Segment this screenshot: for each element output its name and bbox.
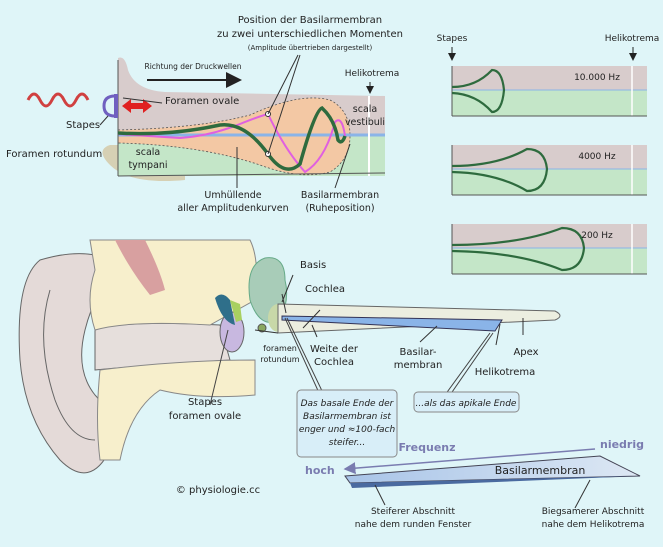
scala-tympani-label-2: tympani	[128, 160, 167, 171]
basis-label: Basis	[300, 260, 326, 271]
frequenz-label: Frequenz	[398, 441, 455, 454]
double-arrow-icon	[122, 99, 152, 113]
amplitude-envelope	[451, 226, 586, 272]
stapes-label: Stapes	[66, 120, 100, 131]
panel-tympani	[452, 169, 647, 195]
top-title-line1: Position der Basilarmembran	[238, 15, 382, 26]
stiff-label-1: Steiferer Abschnitt	[371, 507, 456, 517]
membrane-wedge: Frequenz hoch niedrig Basilarmembran Ste…	[305, 438, 645, 530]
helikotrema-label: Helikotrema	[345, 69, 400, 79]
panel-frequency-label: 10.000 Hz	[574, 73, 620, 83]
panels-helikotrema-label: Helikotrema	[605, 34, 660, 44]
callout-basal-line-3: enger und ≈100-fach	[299, 425, 396, 435]
green-wave	[117, 106, 347, 171]
apex-label: Apex	[513, 347, 538, 358]
weite-label-1: Weite der	[310, 344, 359, 355]
amplitude-envelope	[451, 147, 549, 193]
cochlea-uncoiled-diagram: Position der Basilarmembran zu zwei unte…	[6, 15, 403, 214]
scala-vestibuli-label-1: scala	[353, 104, 377, 115]
flex-label-2: nahe dem Helikotrema	[542, 520, 645, 530]
frequency-panel: 200 Hz	[451, 224, 647, 275]
amplitude-envelope	[451, 68, 506, 114]
basilar-wedge-label: Basilarmembran	[495, 464, 586, 477]
envelope-label-2: aller Amplitudenkurven	[177, 203, 288, 214]
basilar-rest-label-2: (Ruheposition)	[305, 203, 374, 214]
stapes-icon	[102, 94, 116, 118]
panels-stapes-label: Stapes	[437, 34, 468, 44]
stapes-ear-label-1: Stapes	[188, 397, 222, 408]
hoch-label: hoch	[305, 464, 335, 477]
callout-apical	[413, 391, 520, 413]
panel-vestibuli	[452, 145, 647, 169]
callout-basal	[296, 389, 398, 458]
envelope-label-1: Umhüllende	[204, 190, 261, 201]
copyright: © physiologie.cc	[176, 485, 260, 496]
callout-apical-text: ...als das apikale Ende	[416, 399, 517, 409]
muscle	[115, 240, 165, 295]
helikotrema-ear-label: Helikotrema	[475, 367, 536, 378]
callout-basal-line-1: Das basale Ende der	[301, 399, 395, 409]
direction-label: Richtung der Druckwellen	[145, 62, 242, 71]
frequency-panel: 4000 Hz	[451, 145, 647, 196]
ear-anatomy: Basis Cochlea foramen rotundum Weite der…	[18, 239, 561, 496]
foramen-rotundum-label: Foramen rotundum	[6, 149, 102, 160]
stapes-ear-label-2: foramen ovale	[169, 411, 241, 422]
weite-label-2: Cochlea	[314, 357, 354, 368]
flex-label-1: Biegsamerer Abschnitt	[542, 507, 645, 517]
lower-bone	[97, 359, 256, 461]
callout-basal-line-4: steifer...	[329, 438, 365, 448]
cochlea-label: Cochlea	[305, 284, 345, 295]
callout-basal-line-2: Basilarmembran ist	[303, 412, 391, 422]
foramen-rotundum-label-2: rotundum	[260, 355, 299, 364]
frequency-panels: Stapes Helikotrema 10.000 Hz 4000 Hz 200 H…	[437, 34, 660, 275]
basilar-rest-label-1: Basilarmembran	[301, 190, 379, 201]
frequency-panel: 10.000 Hz	[451, 66, 647, 117]
top-title-line2: zu zwei unterschiedlichen Momenten	[217, 29, 403, 40]
scala-vestibuli-label-2: vestibuli	[345, 117, 385, 128]
basilar-wedge	[344, 455, 641, 484]
basilar-label-2: membran	[394, 360, 443, 371]
top-title-note: (Amplitude übertrieben dargestellt)	[248, 44, 373, 52]
basilar-membrane-strip	[281, 315, 503, 332]
panel-frequency-label: 4000 Hz	[578, 152, 616, 162]
ossicles	[215, 294, 235, 325]
foramen-ovale-label: Foramen ovale	[165, 96, 239, 107]
basilar-label-1: Basilar-	[400, 347, 437, 358]
stiff-label-2: nahe dem runden Fenster	[355, 520, 472, 530]
panel-tympani	[452, 90, 647, 116]
panel-frequency-label: 200 Hz	[581, 231, 613, 241]
scala-tympani-label-1: scala	[136, 147, 160, 158]
sound-wave-icon	[26, 92, 90, 108]
foramen-rotundum-label-1: foramen	[263, 344, 297, 353]
niedrig-label: niedrig	[600, 438, 644, 451]
